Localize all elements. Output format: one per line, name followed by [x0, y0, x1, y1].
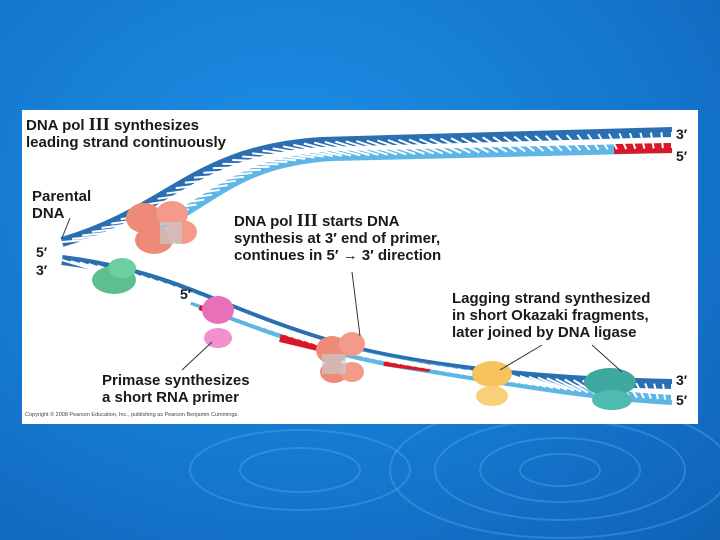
base-pair-rung	[440, 137, 471, 154]
base-pair-rung	[314, 141, 361, 157]
base-pair-rung	[471, 136, 499, 153]
base-pair-rung	[503, 135, 526, 153]
dna-pol-iii-lagging-icon	[316, 332, 365, 383]
base-pair-rung	[524, 135, 545, 152]
base-pair-rung	[184, 175, 245, 184]
base-pair-rung	[61, 234, 141, 243]
leading-strand-label: DNA pol III synthesizes leading strand c…	[26, 114, 227, 151]
base-pair-rung	[492, 136, 517, 153]
base-pair-rung	[419, 138, 453, 155]
base-pair-rung	[528, 375, 561, 390]
top-right-3-prime: 3′	[676, 126, 688, 142]
base-pair-rung	[587, 133, 600, 151]
base-pair-rung	[461, 137, 490, 154]
left-5-prime: 5′	[36, 244, 48, 260]
base-pair-rung	[597, 133, 609, 151]
base-pair-rung	[519, 375, 554, 389]
base-pair-rung	[546, 377, 575, 392]
bottom-right-3-prime: 3′	[676, 372, 688, 388]
base-pair-rung	[262, 149, 315, 159]
bottom-right-5-prime: 5′	[676, 392, 688, 408]
base-pair-rung	[157, 188, 220, 200]
base-pair-rung	[377, 139, 416, 155]
figure-panel: DNA pol III synthesizes leading strand c…	[22, 110, 698, 424]
base-pair-rung	[537, 376, 568, 391]
dna-ligase-icon	[584, 368, 636, 410]
base-pair-rung	[345, 140, 389, 156]
base-pair-rung	[387, 139, 425, 155]
lagging-strand-label: Lagging strand synthesized in short Okaz…	[452, 290, 651, 341]
base-pair-rung	[398, 138, 434, 155]
primer-5-prime: 5′	[180, 286, 192, 302]
base-pair-rung	[564, 378, 589, 394]
base-pair-rung	[212, 165, 270, 170]
dna-pol-i-icon	[472, 361, 512, 406]
base-pair-rung	[408, 138, 444, 155]
base-pair-rung	[193, 172, 253, 179]
base-pair-rung	[324, 140, 370, 157]
base-pair-rung	[510, 374, 547, 388]
base-pair-rung	[653, 383, 659, 400]
base-pair-rung	[660, 132, 664, 149]
primase-icon	[202, 296, 234, 348]
left-3-prime: 3′	[36, 262, 48, 278]
base-pair-rung	[545, 134, 563, 152]
base-pair-rung	[71, 230, 149, 240]
base-pair-rung	[366, 139, 407, 156]
base-pair-rung	[252, 152, 306, 160]
replication-fork-diagram	[60, 127, 673, 410]
base-pair-rung	[513, 135, 536, 153]
base-pair-rung	[639, 132, 646, 149]
base-pair-rung	[272, 147, 324, 158]
pol-iii-primer-label: DNA pol III starts DNA synthesis at 3′ e…	[234, 210, 442, 264]
base-pair-rung	[148, 193, 213, 206]
base-pair-rung	[335, 140, 379, 156]
base-pair-rung	[166, 184, 228, 195]
base-pair-rung	[293, 143, 343, 157]
copyright-text: Copyright © 2008 Pearson Education, Inc.…	[25, 412, 239, 418]
base-pair-rung	[618, 133, 628, 150]
base-pair-rung	[450, 137, 480, 154]
base-pair-rung	[482, 136, 508, 153]
base-pair-rung	[566, 134, 582, 151]
base-pair-rung	[282, 145, 333, 157]
primase-label: Primase synthesizes a short RNA primer	[102, 372, 250, 406]
base-pair-rung	[662, 383, 666, 400]
helicase-icon	[92, 258, 136, 294]
base-pair-rung	[644, 383, 652, 399]
base-pair-rung	[175, 179, 236, 190]
rna-primer-2	[279, 334, 323, 352]
base-pair-rung	[649, 132, 655, 149]
base-pair-rung	[303, 142, 352, 157]
base-pair-rung	[534, 135, 554, 152]
base-pair-rung	[576, 134, 591, 151]
base-pair-rung	[429, 138, 462, 154]
base-pair-rung	[356, 140, 398, 156]
base-pair-rung	[635, 382, 645, 399]
parental-dna-label: Parental DNA	[32, 188, 92, 222]
base-pair-rung	[555, 377, 582, 393]
base-pair-rung	[232, 158, 288, 164]
base-pair-rung	[203, 168, 261, 174]
dna-pol-iii-leading-icon	[126, 201, 197, 254]
base-pair-rung	[607, 133, 618, 150]
leader-lines	[61, 217, 623, 373]
base-pair-rung	[628, 132, 637, 150]
top-right-5-prime: 5′	[676, 148, 688, 164]
base-pair-rung	[242, 155, 297, 162]
base-pair-rung	[555, 134, 572, 152]
